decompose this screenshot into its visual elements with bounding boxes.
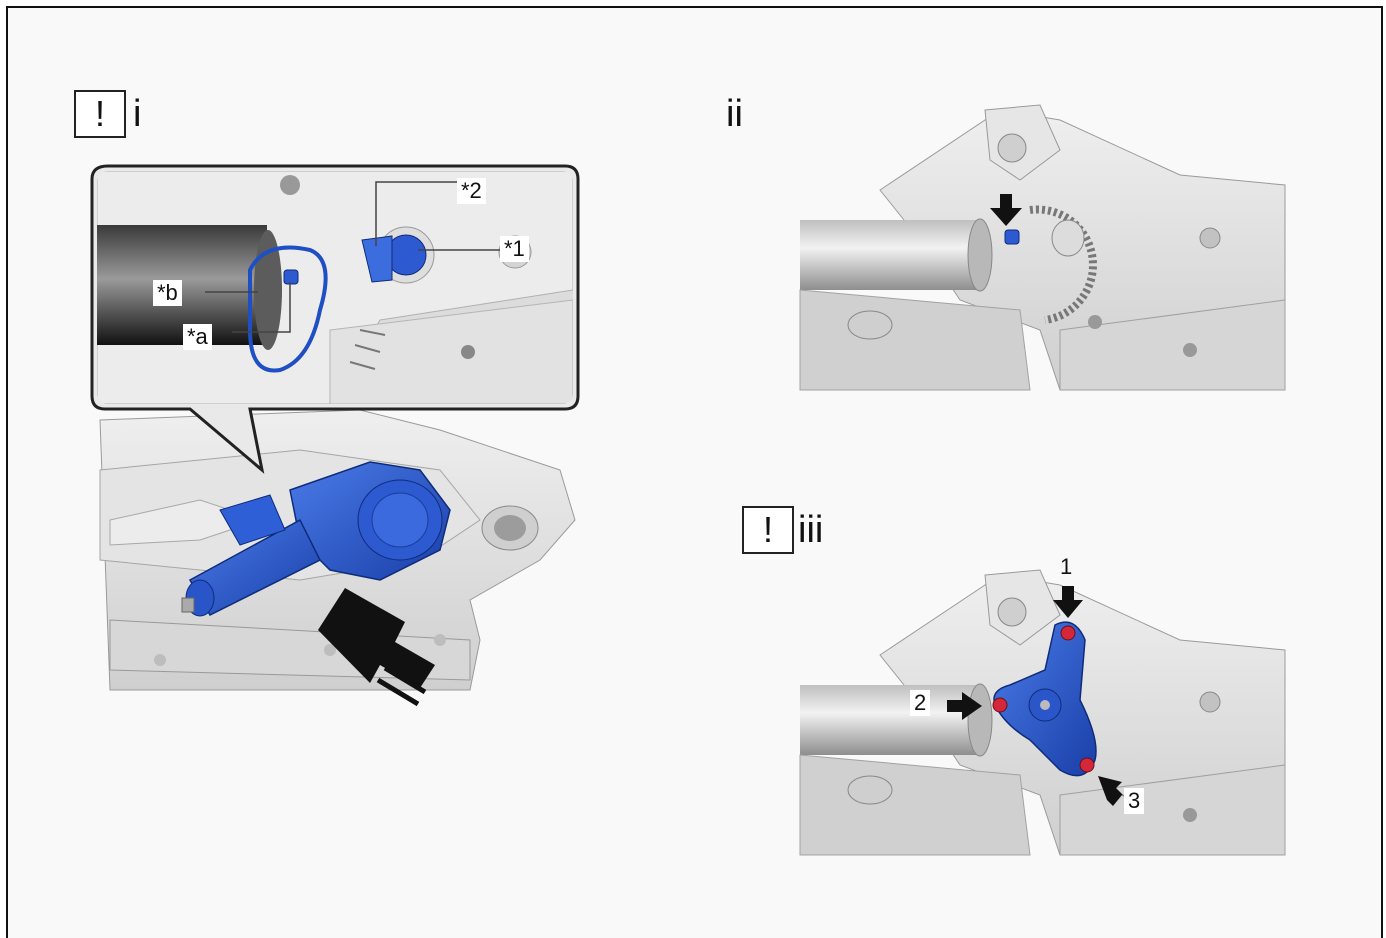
callout-label-2: *2 [457,178,486,204]
bolt-3 [1080,758,1094,772]
bolt-order-2: 2 [910,690,930,716]
bolt-1 [1061,626,1075,640]
step-ii-drawing [800,105,1285,390]
callout-label-a: *a [183,324,212,350]
bolt-2 [993,698,1007,712]
step-iii-drawing [800,570,1285,855]
bolt-order-1: 1 [1060,554,1072,580]
callout-label-1: *1 [500,236,529,262]
callout-label-b: *b [153,280,182,306]
bolt-order-3: 3 [1124,788,1144,814]
